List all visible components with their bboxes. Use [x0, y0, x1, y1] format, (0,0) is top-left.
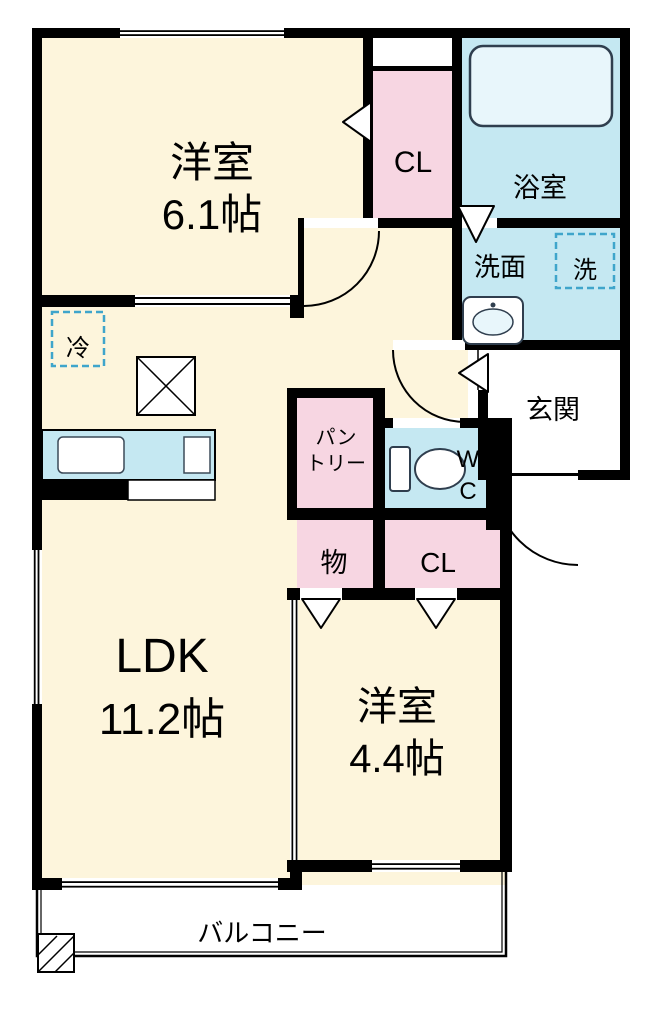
labels: 洋室 6.1帖 CL 浴室 洗面 洗 玄関 冷 パン トリー W C 物 CL … [66, 139, 597, 948]
washbasin [462, 296, 524, 345]
label-bedroom2-name: 洋室 [357, 685, 437, 729]
window-bedroom2-balcony [370, 860, 462, 872]
room-pantry [297, 395, 375, 510]
label-bedroom1-name: 洋室 [170, 139, 254, 186]
toilet [389, 446, 466, 492]
door-arc-washroom [392, 349, 466, 423]
door-arc-bedroom1 [303, 230, 380, 307]
label-fridge: 冷 [66, 335, 90, 362]
door-triangle-closet-top [342, 101, 372, 143]
label-storage: 物 [321, 548, 348, 578]
fixtures [41, 44, 616, 501]
room-storage [297, 520, 375, 588]
window-ldk-left [32, 548, 42, 706]
washing-machine-space [554, 232, 616, 290]
pipe-shaft-box [136, 356, 196, 416]
windows [32, 28, 462, 890]
label-wc-line2: C [459, 478, 476, 505]
counter-edge [127, 479, 216, 501]
label-wc-line1: W [457, 446, 480, 473]
room-closet-top [373, 71, 452, 218]
balcony-railing [35, 872, 508, 958]
window-bedroom1-top [118, 28, 286, 38]
label-ldk-size: 11.2帖 [99, 695, 225, 744]
sliding-door-bedroom2 [290, 600, 298, 860]
sliding-door-bedroom1 [135, 295, 290, 307]
refrigerator-space [50, 310, 106, 368]
label-balcony: バルコニー [197, 918, 326, 948]
kitchen-counter [41, 429, 216, 501]
door-triangle-closet-bottom [416, 598, 456, 629]
label-closet-bottom: CL [420, 547, 456, 578]
door-triangle-bath [457, 205, 495, 243]
label-pantry-line2: トリー [306, 453, 366, 475]
bathtub [468, 44, 614, 128]
label-entrance: 玄関 [526, 395, 580, 425]
label-pantry-line1: パン [316, 427, 357, 449]
label-bedroom1-size: 6.1帖 [162, 191, 262, 238]
door-arc-entrance [494, 482, 579, 566]
room-closet-bottom [383, 520, 500, 588]
label-washer: 洗 [573, 257, 597, 284]
kitchen-sink [57, 436, 125, 474]
door-triangle-storage [301, 598, 341, 629]
label-ldk-name: LDK [115, 630, 208, 683]
door-triangles [301, 101, 495, 629]
label-washroom: 洗面 [474, 252, 526, 282]
door-arcs [303, 230, 579, 566]
pipe-space [373, 38, 452, 68]
window-ldk-balcony [60, 878, 280, 890]
door-triangle-entrance-hall [458, 353, 489, 393]
label-bedroom2-size: 4.4帖 [349, 737, 445, 781]
kitchen-stove [183, 436, 211, 474]
entrance-door-leaf [512, 473, 578, 476]
label-closet-top: CL [394, 146, 432, 179]
label-bath: 浴室 [513, 173, 567, 203]
balcony-hatch-mark [37, 933, 75, 973]
